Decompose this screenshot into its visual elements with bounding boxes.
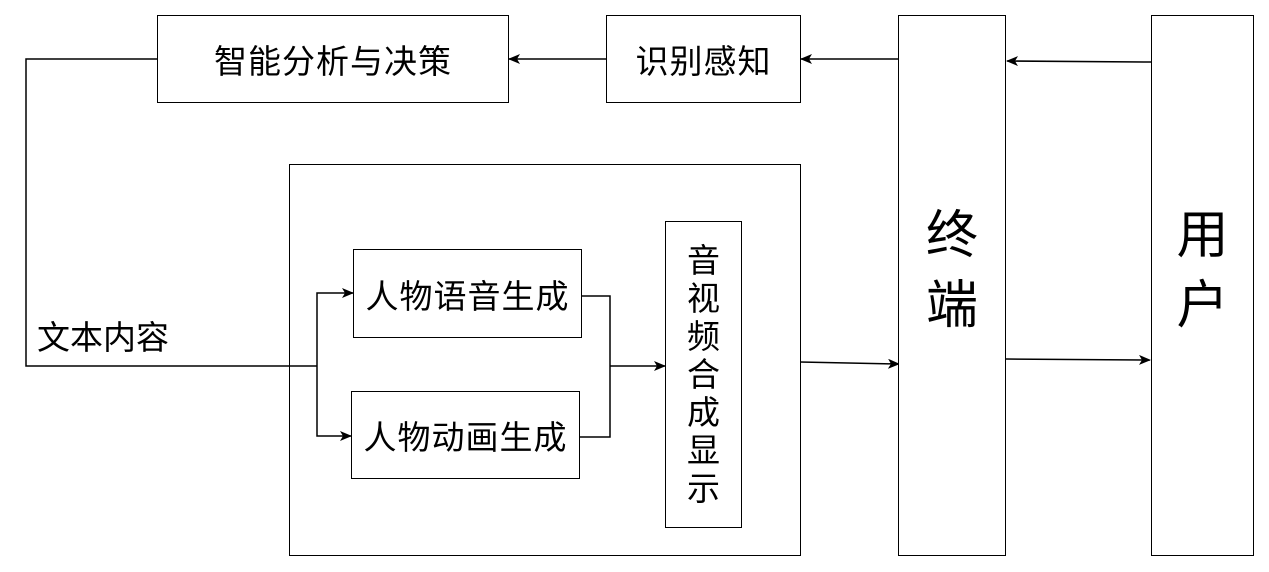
terminal-box: 终 端	[898, 15, 1006, 556]
line-analysis-to-text	[25, 58, 317, 367]
animation-generation-box: 人物动画生成	[351, 391, 580, 479]
av-synthesis-display-box: 音 视 频 合 成 显 示	[665, 221, 742, 528]
voice-generation-label: 人物语音生成	[365, 276, 570, 316]
arrow-terminal-to-user	[1005, 354, 1151, 365]
arrow-split-to-voice	[316, 288, 354, 366]
user-box: 用 户	[1151, 15, 1254, 556]
line-voice-to-merge	[581, 295, 611, 366]
user-label: 用 户	[1176, 205, 1229, 336]
arrow-user-to-terminal	[1006, 56, 1152, 67]
text-content-label: 文本内容	[37, 318, 169, 357]
generation-module-frame	[289, 164, 801, 556]
arrow-split-to-anim	[316, 366, 352, 441]
perception-label: 识别感知	[635, 42, 772, 81]
analysis-decision-label: 智能分析与决策	[214, 42, 452, 81]
line-anim-to-merge	[579, 366, 611, 438]
av-synthesis-display-label: 音 视 频 合 成 显 示	[687, 240, 720, 508]
perception-box: 识别感知	[606, 15, 801, 103]
arrow-container-to-terminal	[799, 358, 900, 369]
analysis-decision-box: 智能分析与决策	[157, 15, 509, 103]
voice-generation-box: 人物语音生成	[353, 249, 582, 338]
animation-generation-label: 人物动画生成	[363, 418, 568, 457]
terminal-label: 终 端	[925, 205, 978, 336]
